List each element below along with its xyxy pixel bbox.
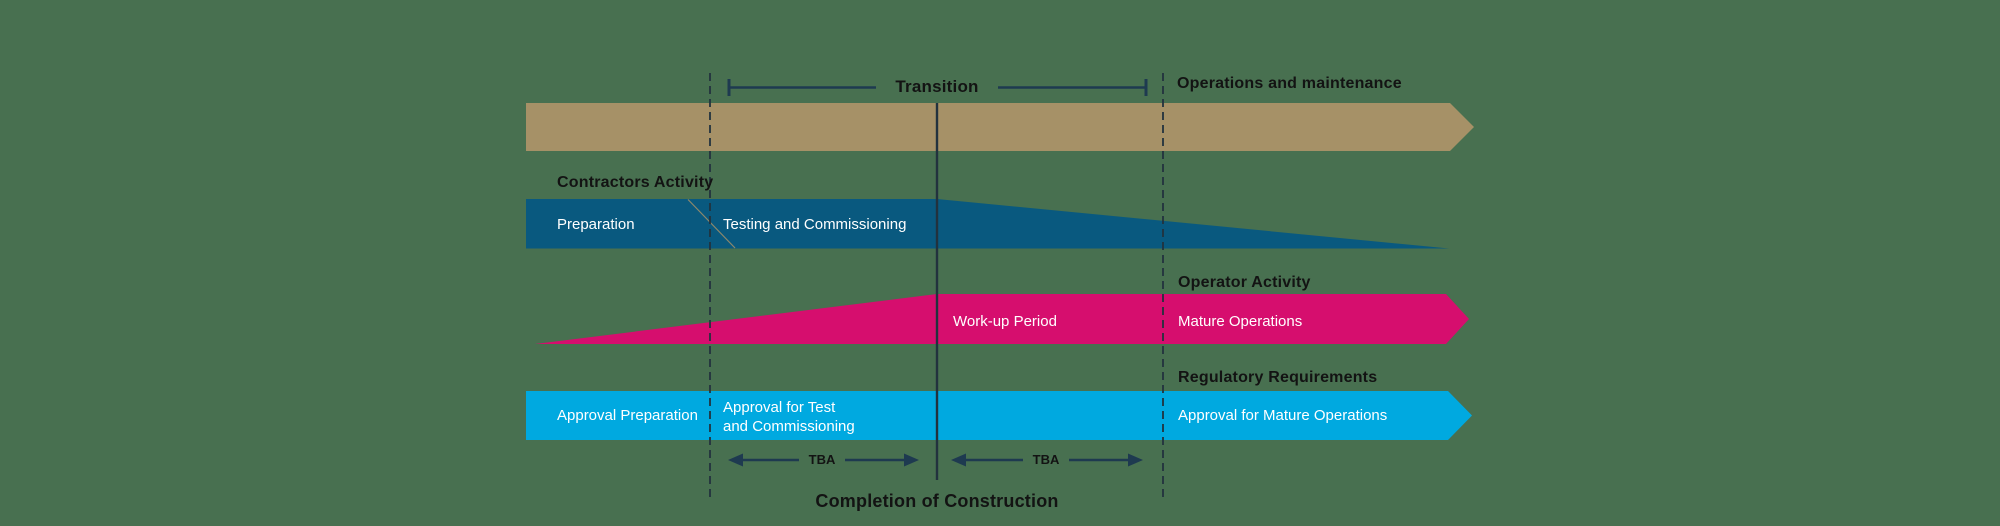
workup-period-label: Work-up Period <box>953 313 1057 330</box>
mature-operations-label: Mature Operations <box>1178 313 1303 330</box>
regulatory-requirements-title: Regulatory Requirements <box>1178 369 1378 386</box>
preparation-label: Preparation <box>557 216 635 233</box>
tba-left-label: TBA <box>808 452 836 467</box>
contractor-phase-divider <box>687 199 736 249</box>
approval-mature-operations-label: Approval for Mature Operations <box>1178 407 1388 424</box>
operator-activity-title: Operator Activity <box>1178 274 1311 291</box>
contractors-activity-title: Contractors Activity <box>557 174 714 191</box>
regulatory-band-shape <box>526 391 1472 440</box>
approval-test-line2: and Commissioning <box>723 418 855 435</box>
approval-preparation-label: Approval Preparation <box>557 407 698 424</box>
tba-right-label: TBA <box>1032 452 1060 467</box>
tba-left-arrowhead-left-icon <box>728 453 743 467</box>
tba-left-arrowhead-right-icon <box>904 453 919 467</box>
operator-band-shape <box>535 294 1469 344</box>
operations-maintenance-label: Operations and maintenance <box>1177 75 1402 92</box>
testing-commissioning-label: Testing and Commissioning <box>723 216 907 233</box>
contractor-band-shape <box>526 199 1449 249</box>
tba-right-arrowhead-right-icon <box>1128 453 1143 467</box>
tba-right-arrowhead-left-icon <box>951 453 966 467</box>
approval-test-line1: Approval for Test <box>723 399 836 416</box>
transition-label: Transition <box>895 77 979 96</box>
completion-of-construction-label: Completion of Construction <box>815 491 1059 511</box>
approval-test-commissioning-label: Approval for Test and Commissioning <box>723 398 855 436</box>
operations-arrow-shape <box>526 103 1474 151</box>
